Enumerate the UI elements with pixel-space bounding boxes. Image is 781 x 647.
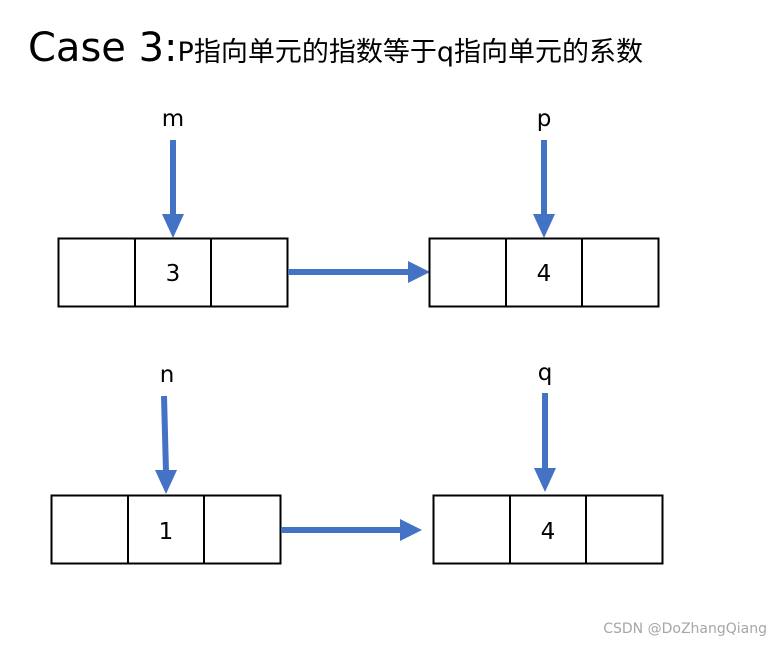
pointer-arrow-n [155, 395, 177, 494]
node-top-right: 4 [428, 237, 660, 308]
pointer-label-p: p [537, 106, 552, 132]
link-arrow-top [288, 261, 430, 283]
node-bottom-right: 4 [432, 494, 664, 565]
node-value-cell: 1 [159, 519, 174, 545]
node-bottom-left: 1 [50, 494, 282, 565]
node-value-cell: 4 [541, 519, 556, 545]
node-value-cell: 3 [166, 261, 181, 287]
link-arrow-bottom [281, 519, 422, 541]
diagram-title: Case 3:P指向单元的指数等于q指向单元的系数 [28, 28, 643, 68]
node-value-cell: 4 [537, 261, 552, 287]
node-box [57, 237, 289, 308]
node-box [50, 494, 282, 565]
watermark: CSDN @DoZhangQiang [603, 621, 767, 637]
node-box [432, 494, 664, 565]
node-box [428, 237, 660, 308]
pointer-label-q: q [538, 360, 553, 386]
pointer-arrow-q [534, 393, 556, 492]
pointer-label-m: m [162, 106, 184, 132]
case-description: P指向单元的指数等于q指向单元的系数 [177, 37, 643, 68]
case-label: Case 3: [28, 25, 178, 71]
pointer-label-n: n [160, 362, 175, 388]
pointer-arrow-m [162, 140, 184, 238]
node-top-left: 3 [57, 237, 289, 308]
pointer-arrow-p [533, 140, 555, 238]
